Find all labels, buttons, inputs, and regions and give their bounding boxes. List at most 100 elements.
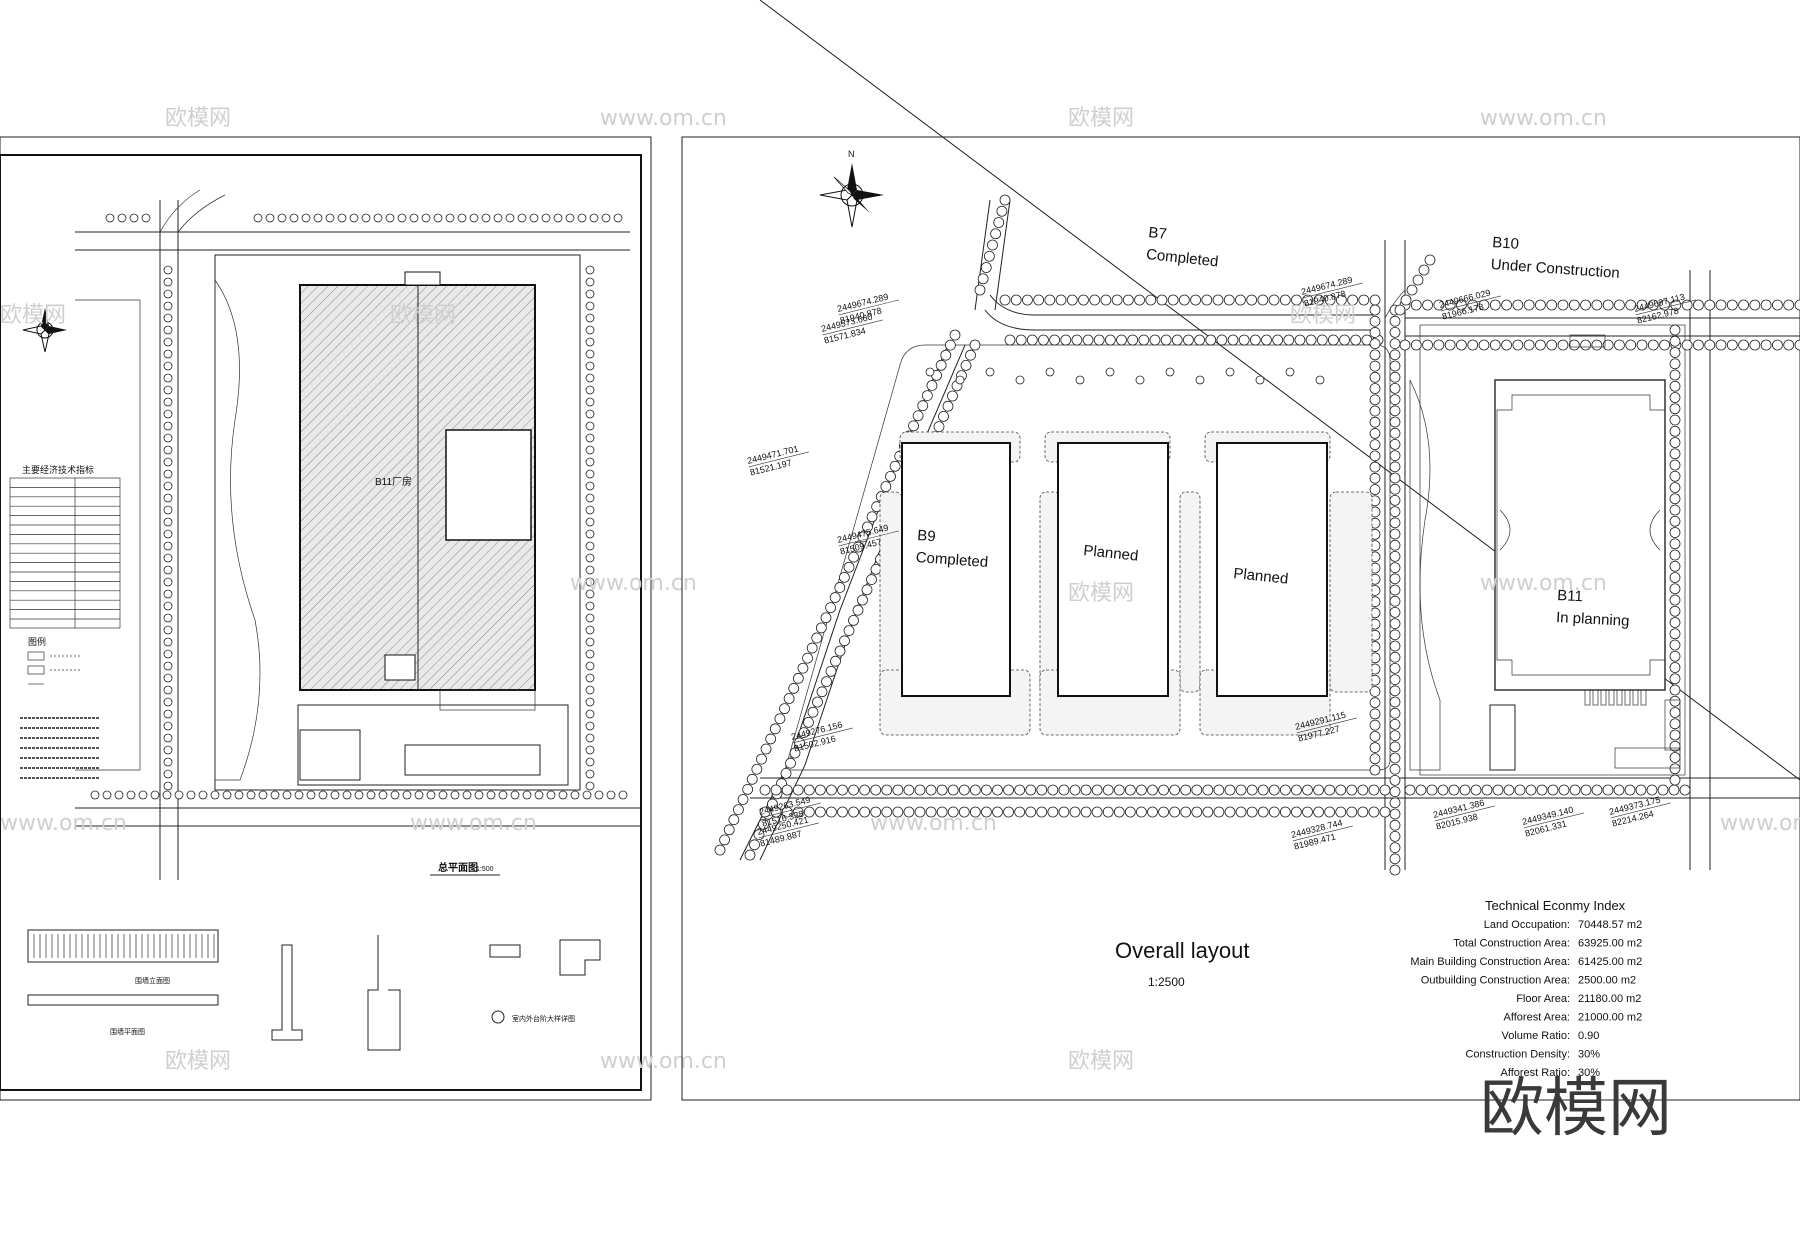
tree-icon	[493, 213, 503, 223]
tree-icon	[1456, 299, 1467, 311]
tech-index-value: 30%	[1578, 1049, 1600, 1061]
tree-icon	[1669, 347, 1681, 358]
tree-icon	[1124, 806, 1136, 818]
tree-icon	[163, 637, 173, 647]
tree-icon	[589, 213, 599, 223]
svg-text:In planning: In planning	[1556, 609, 1630, 630]
tree-icon	[1580, 339, 1591, 351]
watermark-logo: 欧模网	[1068, 1049, 1134, 1074]
tree-icon	[577, 213, 587, 223]
tree-icon	[769, 723, 781, 735]
watermark-logo: 欧模网	[1290, 303, 1356, 328]
tree-icon	[585, 301, 595, 311]
tree-icon	[282, 790, 292, 800]
tech-index-label: Afforest Area:	[1504, 1012, 1570, 1024]
watermark-url: www.om.cn	[600, 106, 727, 131]
tree-icon	[1591, 299, 1603, 311]
tree-icon	[1512, 299, 1524, 311]
tree-icon	[1669, 403, 1681, 415]
tree-icon	[774, 713, 786, 725]
tree-icon	[816, 686, 828, 698]
watermark-logo: 欧模网	[165, 1049, 231, 1074]
tree-icon	[585, 457, 595, 467]
tree-icon	[1213, 784, 1225, 796]
tree-icon	[1389, 416, 1401, 428]
tree-icon	[1122, 294, 1134, 306]
tree-icon	[1324, 784, 1336, 796]
tree-icon	[585, 649, 595, 659]
tree-icon	[163, 517, 173, 527]
tree-icon	[811, 632, 823, 644]
tree-icon	[770, 784, 782, 796]
tree-icon	[947, 784, 959, 796]
tree-icon	[1201, 294, 1213, 306]
left-sheet-inner-frame	[0, 154, 642, 1091]
tree-icon	[585, 337, 595, 347]
tree-icon	[921, 390, 933, 401]
tree-icon	[826, 806, 837, 818]
tree-icon	[1536, 784, 1548, 796]
tree-icon	[815, 622, 827, 634]
tree-icon	[866, 511, 878, 523]
tree-icon	[585, 289, 595, 299]
tree-icon	[1389, 607, 1401, 618]
tree-icon	[585, 709, 595, 719]
tree-icon	[1010, 294, 1022, 306]
tree-icon	[1523, 299, 1535, 311]
tree-icon	[870, 564, 882, 575]
tree-icon	[837, 806, 848, 818]
tree-icon	[1693, 299, 1704, 311]
tree-icon	[820, 612, 832, 624]
tech-index-title: Technical Econmy Index	[1485, 898, 1626, 913]
tree-icon	[751, 763, 763, 775]
tree-icon	[803, 717, 814, 728]
left-plan-scale: 1:500	[476, 866, 494, 873]
tree-icon	[1433, 339, 1445, 351]
tree-icon	[723, 824, 735, 836]
tree-icon	[1400, 294, 1412, 306]
tree-icon	[1171, 334, 1183, 346]
left-detail-title-2: 围墙平面图	[110, 1027, 145, 1036]
tree-icon	[414, 790, 424, 800]
tree-icon	[852, 604, 864, 616]
tree-icon	[1501, 339, 1512, 351]
tree-icon	[737, 794, 749, 805]
tree-icon	[1669, 549, 1681, 561]
watermark-logo: 欧模网	[1068, 106, 1134, 131]
tree-icon	[933, 421, 945, 433]
tree-icon	[759, 784, 771, 796]
tech-index-value: 70448.57 m2	[1578, 919, 1642, 931]
tree-icon	[585, 445, 595, 455]
tree-icon	[1389, 808, 1401, 820]
tree-icon	[1093, 334, 1105, 346]
tree-icon	[1669, 729, 1681, 741]
tree-icon	[585, 697, 595, 707]
tree-icon	[1045, 367, 1055, 377]
tree-icon	[163, 685, 173, 695]
tree-icon	[163, 445, 173, 455]
left-tree-rows	[90, 213, 628, 800]
tree-icon	[1369, 439, 1381, 451]
tree-icon	[859, 784, 871, 796]
tree-icon	[378, 790, 388, 800]
tree-icon	[1422, 339, 1433, 351]
tree-icon	[585, 721, 595, 731]
tree-icon	[1075, 375, 1085, 385]
tree-icon	[862, 521, 873, 533]
tree-icon	[1389, 338, 1401, 350]
tree-icon	[1614, 299, 1625, 311]
tree-icon	[742, 784, 754, 795]
tree-icon	[481, 213, 491, 223]
tree-icon	[1238, 334, 1250, 346]
tree-icon	[1444, 299, 1456, 311]
tree-icon	[325, 213, 335, 223]
tree-icon	[1091, 806, 1103, 818]
tree-icon	[585, 733, 595, 743]
tree-icon	[779, 703, 790, 715]
tree-icon	[1669, 662, 1681, 673]
tree-icon	[529, 213, 539, 223]
tree-icon	[1669, 358, 1681, 370]
tree-icon	[857, 594, 868, 606]
building-planned-2	[1216, 442, 1328, 697]
